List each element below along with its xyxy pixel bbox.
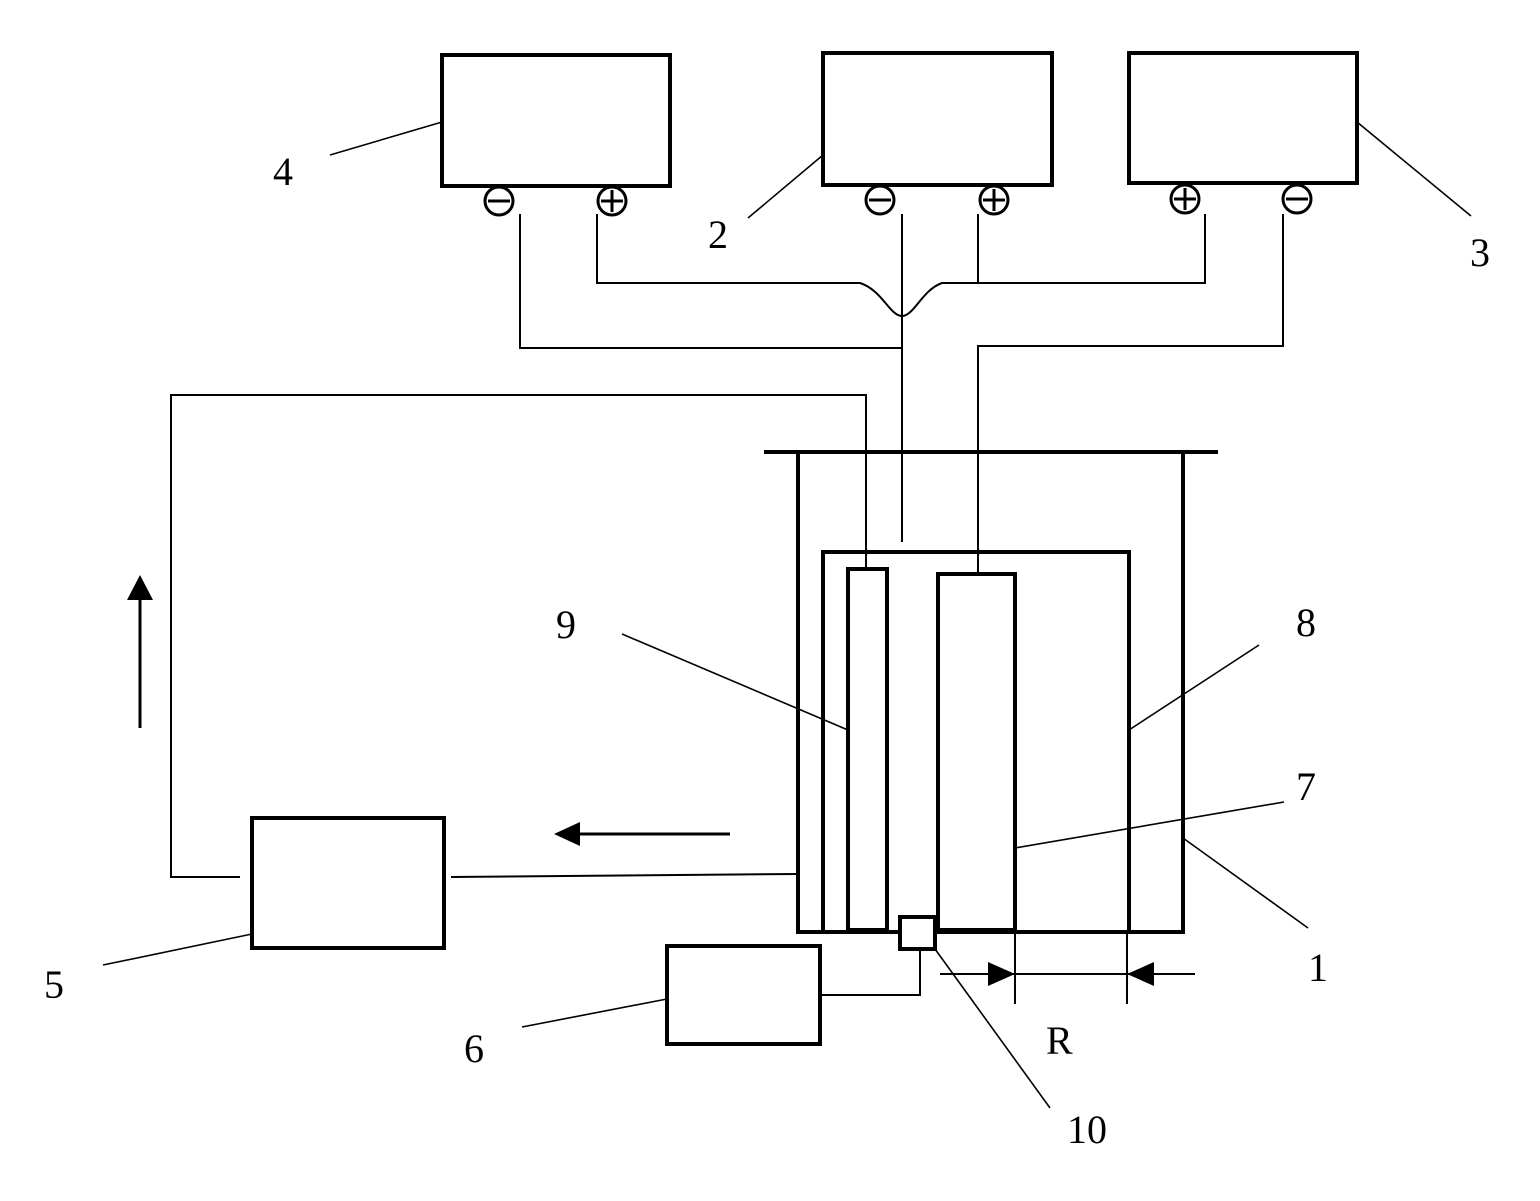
supply-2-negative-terminal [864,184,896,216]
tank-outlet-line [450,873,799,878]
leader-10 [934,948,1051,1109]
power-supply-4 [440,53,672,188]
flow-arrow-left [554,822,730,846]
leader-6 [521,998,668,1028]
dimension-arrow-left [1127,962,1154,986]
label-10: 10 [1067,1107,1107,1152]
label-dimension-r: R [1046,1018,1073,1063]
leader-5 [102,933,253,966]
leader-2 [747,154,824,219]
leader-4 [329,121,443,156]
power-supply-3 [1127,51,1359,185]
label-4: 4 [273,149,293,194]
outer-tank-1 [796,453,1185,934]
electrode-7 [936,572,1017,932]
label-3: 3 [1470,230,1490,275]
supply-4-positive-terminal [596,185,628,217]
leader-3 [1356,121,1472,217]
dimension-arrow-right [988,962,1015,986]
label-6: 6 [464,1026,484,1071]
sensor-10 [898,915,937,951]
leader-8 [1128,644,1260,731]
label-7: 7 [1296,764,1316,809]
leader-7 [1014,801,1285,849]
supply-3-negative-wire [977,214,1284,574]
label-2: 2 [708,212,728,257]
controller-6 [665,944,822,1046]
leader-1 [1182,837,1309,929]
supply-4-negative-wire [519,214,902,349]
supply-2-positive-terminal [978,184,1010,216]
label-8: 8 [1296,600,1316,645]
flow-arrow-up [127,575,153,728]
return-line [170,394,867,878]
supply-3-positive-terminal [1169,183,1201,215]
leader-9 [621,633,849,731]
inner-vessel-8 [821,550,1131,930]
pump-5 [250,816,446,950]
power-supply-2 [821,51,1054,187]
label-1: 1 [1308,945,1328,990]
supply-3-negative-terminal [1281,183,1313,215]
supply-4-negative-terminal [483,185,515,217]
electrode-9 [846,567,889,932]
label-9: 9 [556,602,576,647]
label-5: 5 [44,962,64,1007]
controller-sensor-wire [820,949,921,996]
